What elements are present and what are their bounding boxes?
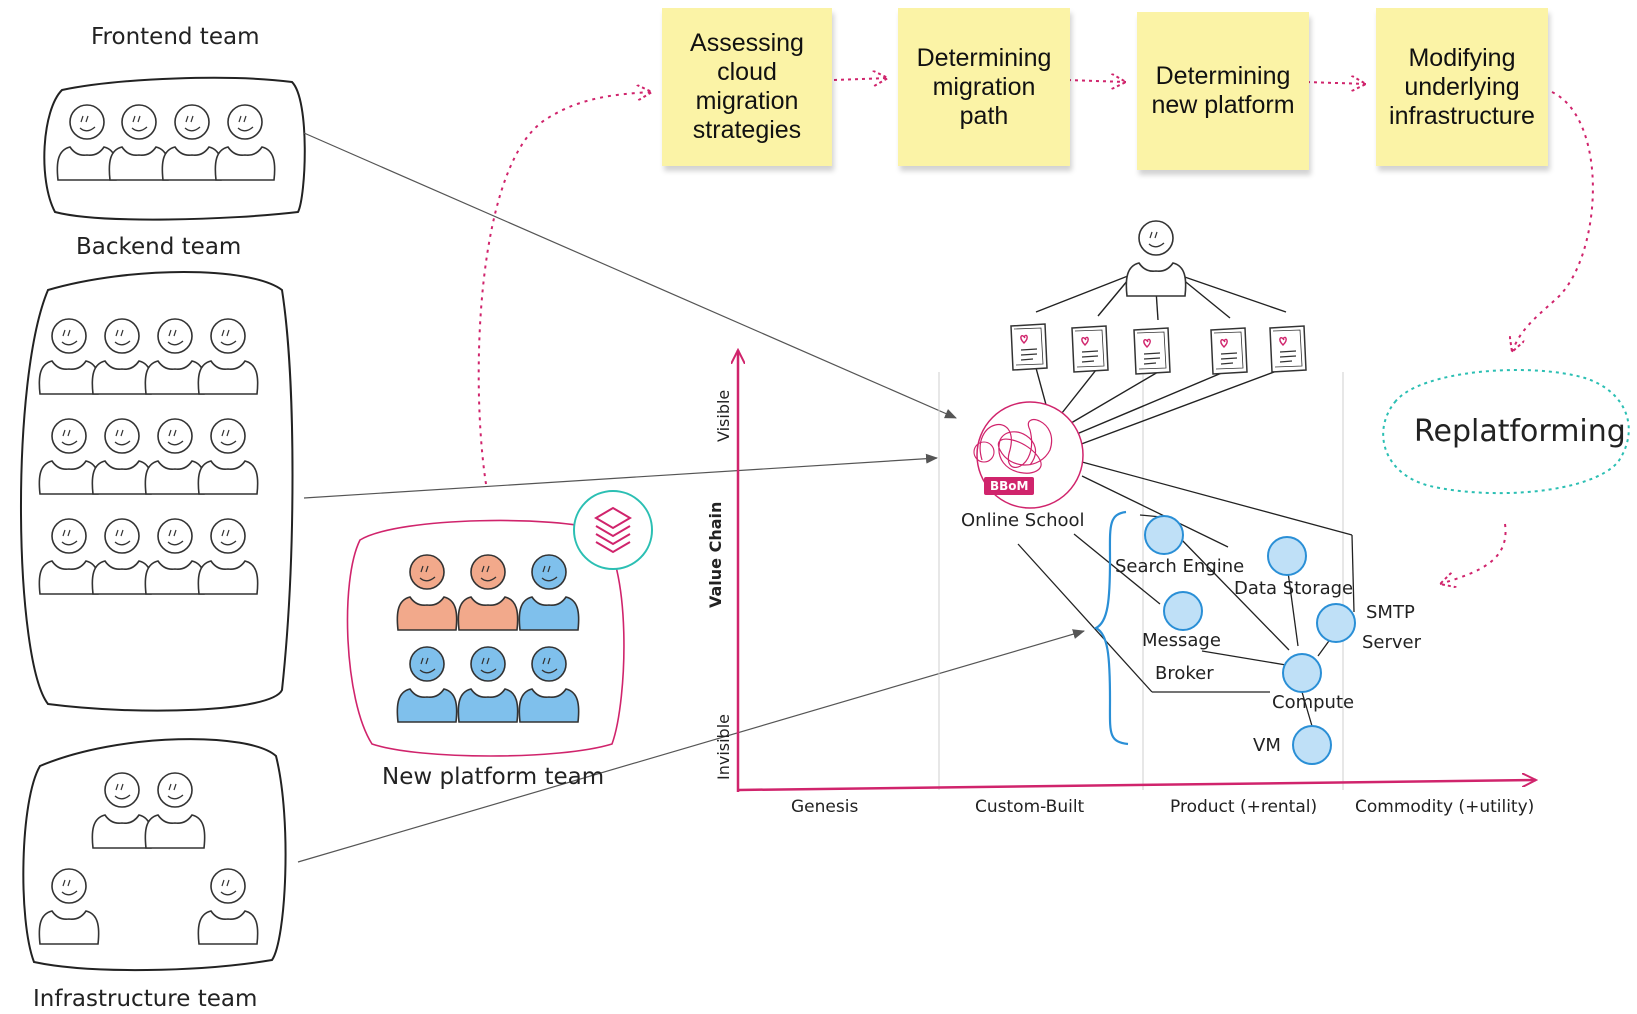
- sticky-note-migration-path: Determining migration path: [898, 8, 1070, 166]
- platform-member-person-icon: [457, 646, 519, 723]
- infrastructure-member-person-icon: [144, 772, 206, 849]
- infrastructure-member-person-icon: [38, 868, 100, 945]
- document-heart-icon: [1010, 323, 1048, 371]
- message-broker-label-line1: Message: [1142, 630, 1221, 651]
- y-axis-invisible-label: Invisible: [714, 714, 733, 780]
- frontend-member-person-icon: [56, 104, 118, 181]
- platform-member-person-icon: [518, 554, 580, 631]
- bbom-badge: BBoM: [984, 477, 1035, 495]
- backend-member-person-icon: [91, 418, 153, 495]
- vm-label: VM: [1253, 735, 1281, 756]
- backend-member-person-icon: [38, 418, 100, 495]
- replatforming-label: Replatforming: [1414, 414, 1626, 449]
- backend-member-person-icon: [144, 318, 206, 395]
- frontend-team-title: Frontend team: [91, 24, 260, 50]
- user-person-icon: [1125, 220, 1187, 297]
- backend-member-person-icon: [144, 418, 206, 495]
- document-heart-icon: [1133, 327, 1171, 375]
- y-axis-title: Value Chain: [706, 501, 725, 608]
- platform-member-person-icon: [457, 554, 519, 631]
- sticky-note-new-platform: Determining new platform: [1137, 12, 1309, 170]
- frontend-member-person-icon: [108, 104, 170, 181]
- document-heart-icon: [1210, 327, 1248, 375]
- smtp-label-line2: Server: [1362, 632, 1422, 653]
- document-heart-icon: [1071, 325, 1109, 373]
- document-heart-icon: [1269, 325, 1307, 373]
- backend-member-person-icon: [91, 318, 153, 395]
- compute-label: Compute: [1272, 692, 1355, 713]
- frontend-member-person-icon: [161, 104, 223, 181]
- backend-member-person-icon: [91, 518, 153, 595]
- backend-member-person-icon: [197, 318, 259, 395]
- platform-member-person-icon: [396, 646, 458, 723]
- infrastructure-team-title: Infrastructure team: [33, 986, 258, 1012]
- platform-team-title: New platform team: [382, 764, 605, 790]
- data-storage-label: Data Storage: [1234, 578, 1354, 599]
- x-axis-product: Product (+rental): [1170, 797, 1318, 817]
- backend-member-person-icon: [38, 518, 100, 595]
- platform-member-person-icon: [396, 554, 458, 631]
- backend-team-title: Backend team: [76, 234, 242, 260]
- frontend-member-person-icon: [214, 104, 276, 181]
- platform-member-person-icon: [518, 646, 580, 723]
- sticky-note-infrastructure: Modifying underlying infrastructure: [1376, 8, 1548, 166]
- x-axis-genesis: Genesis: [791, 797, 859, 817]
- backend-member-person-icon: [197, 518, 259, 595]
- backend-member-person-icon: [144, 518, 206, 595]
- x-axis-commodity: Commodity (+utility): [1355, 797, 1535, 817]
- search-engine-label: Search Engine: [1115, 556, 1245, 577]
- x-axis-custom-built: Custom-Built: [975, 797, 1085, 817]
- infrastructure-member-person-icon: [91, 772, 153, 849]
- y-axis-visible-label: Visible: [714, 389, 733, 442]
- smtp-label-line1: SMTP: [1366, 602, 1415, 623]
- backend-member-person-icon: [197, 418, 259, 495]
- online-school-label: Online School: [961, 510, 1085, 531]
- backend-member-person-icon: [38, 318, 100, 395]
- infrastructure-member-person-icon: [197, 868, 259, 945]
- sticky-note-assessing: Assessing cloud migration strategies: [662, 8, 832, 166]
- message-broker-label-line2: Broker: [1155, 663, 1214, 684]
